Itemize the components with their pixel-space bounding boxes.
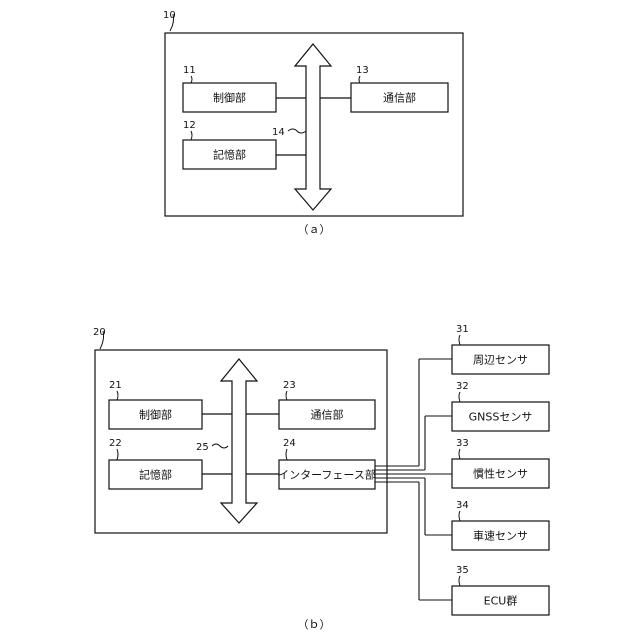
ref-35: 35 [456,565,469,576]
ref-22: 22 [109,438,122,449]
sensor-box-35-label: ECU群 [484,594,518,608]
storage-box-22-label: 記憶部 [139,468,172,482]
control-box-11-label: 制御部 [213,91,246,105]
ref-33: 33 [456,438,469,449]
ref-12: 12 [183,120,196,131]
ref-10: 10 [163,10,176,21]
sensor-box-32-label: GNSSセンサ [469,411,533,424]
ref-14: 14 [272,127,285,138]
storage-box-12-label: 記憶部 [213,148,246,162]
ref-23: 23 [283,380,296,391]
sensor-box-31-label: 周辺センサ [473,354,528,367]
ref-34: 34 [456,500,469,511]
caption-a: （ａ） [298,223,331,236]
sensor-box-33-label: 慣性センサ [473,467,528,481]
ref-32: 32 [456,381,469,392]
interface-box-24-label: インターフェース部 [278,468,376,482]
ref-11: 11 [183,65,196,76]
ref-21: 21 [109,380,122,391]
sensor-box-34-label: 車速センサ [473,529,528,543]
ref-13: 13 [356,65,369,76]
control-box-21-label: 制御部 [139,408,172,422]
comm-box-23-label: 通信部 [311,408,344,422]
ref-25: 25 [196,442,209,453]
ref-24: 24 [283,438,296,449]
ref-20: 20 [93,327,106,338]
ref-31: 31 [456,324,469,335]
caption-b: （ｂ） [298,618,331,631]
comm-box-13-label: 通信部 [383,91,416,105]
